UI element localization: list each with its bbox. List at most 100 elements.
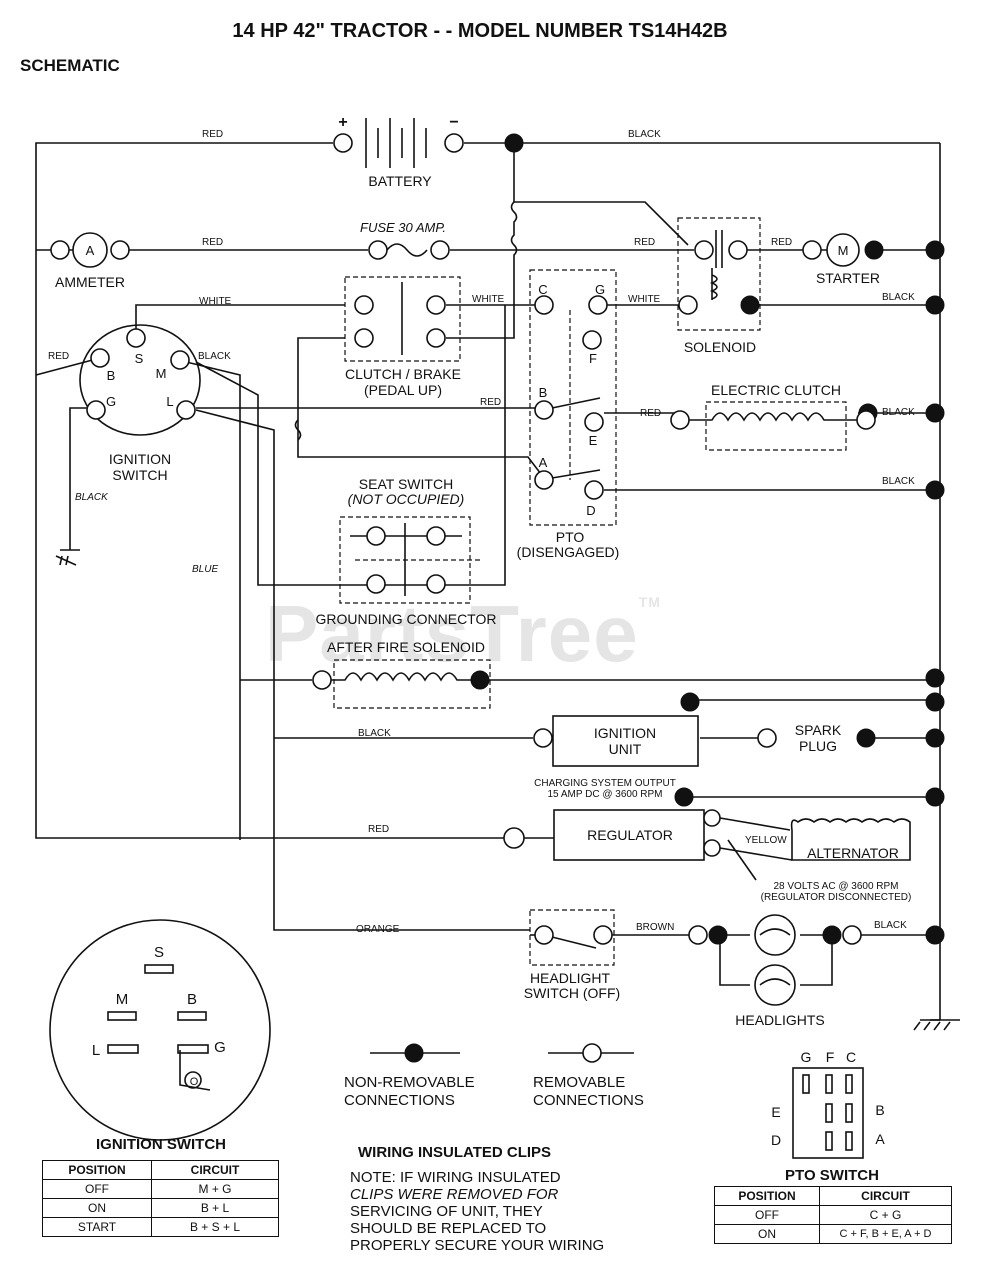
headlight-switch: HEADLIGHT SWITCH (OFF) xyxy=(524,909,620,1001)
ignition-terminal-s: S xyxy=(135,351,144,366)
seat-switch-label: SEAT SWITCH xyxy=(359,476,453,492)
face-label-s: S xyxy=(154,944,164,961)
face-label-g: G xyxy=(214,1039,226,1056)
table-header: CIRCUIT xyxy=(151,1160,279,1180)
wire-red-battery-loop xyxy=(35,142,509,839)
pto-sublabel: (DISENGAGED) xyxy=(517,544,620,560)
pto-terminal-a: A xyxy=(539,455,548,470)
charging-output-label: CHARGING SYSTEM OUTPUT xyxy=(534,778,676,789)
legend-removable-sub: CONNECTIONS xyxy=(533,1092,644,1109)
table-cell: C + F, B + E, A + D xyxy=(819,1224,952,1244)
headlight-switch-label: HEADLIGHT xyxy=(530,970,611,986)
pto-switch-table: POSITION CIRCUIT OFF C + G ON C + F, B +… xyxy=(714,1186,952,1244)
wire-label-black: BLACK xyxy=(75,492,109,503)
wire-label-red: RED xyxy=(202,237,223,248)
clutch-brake-sublabel: (PEDAL UP) xyxy=(364,382,442,398)
wiring-clips-line: CLIPS WERE REMOVED FOR xyxy=(350,1186,559,1203)
pto-switch: C G F B E A D PTO (DISENGAGED) xyxy=(517,269,620,560)
charging-output-sublabel: 15 AMP DC @ 3600 RPM xyxy=(547,789,662,800)
wire-label-black: BLACK xyxy=(882,292,915,303)
starter-symbol: M xyxy=(838,243,849,258)
alternator-note-sub: (REGULATOR DISCONNECTED) xyxy=(761,892,912,903)
after-fire-solenoid: AFTER FIRE SOLENOID xyxy=(312,639,491,709)
watermark-tm: TM xyxy=(638,594,661,610)
wire-label-red: RED xyxy=(640,408,661,419)
legend-non-removable-sub: CONNECTIONS xyxy=(344,1092,455,1109)
ignition-table-title: IGNITION SWITCH xyxy=(96,1136,226,1153)
table-cell: B + L xyxy=(151,1198,279,1218)
wire-label-black: BLACK xyxy=(358,728,391,739)
wire-label-white: WHITE xyxy=(472,294,505,305)
pto-terminal-b: B xyxy=(539,385,548,400)
pto-terminal-f: F xyxy=(589,351,597,366)
page-subtitle: SCHEMATIC xyxy=(20,56,120,75)
pto-terminal-c: C xyxy=(538,282,547,297)
wire-label-red: RED xyxy=(634,237,655,248)
battery-plus: + xyxy=(338,114,347,131)
table-row: START B + S + L xyxy=(42,1217,279,1237)
table-cell: ON xyxy=(42,1198,152,1218)
wire-label-black: BLACK xyxy=(628,129,661,140)
table-cell: B + S + L xyxy=(151,1217,279,1237)
wire-label-black: BLACK xyxy=(882,476,915,487)
spark-plug: SPARK PLUG xyxy=(757,722,842,754)
ignition-terminal-b: B xyxy=(107,368,116,383)
alternator-label: ALTERNATOR xyxy=(807,845,899,861)
headlights: HEADLIGHTS xyxy=(688,914,862,1028)
alternator: ALTERNATOR 28 VOLTS AC @ 3600 RPM (REGUL… xyxy=(727,818,912,903)
wiring-clips-line: SHOULD BE REPLACED TO xyxy=(350,1220,546,1237)
seat-switch: SEAT SWITCH (NOT OCCUPIED) xyxy=(339,476,480,604)
solenoid: SOLENOID xyxy=(677,217,761,355)
electric-clutch: ELECTRIC CLUTCH xyxy=(670,382,876,451)
wire-label-yellow: YELLOW xyxy=(745,835,787,846)
pto-pin-e: E xyxy=(771,1104,780,1120)
pto-terminal-e: E xyxy=(589,433,598,448)
pto-pin-c: C xyxy=(846,1049,856,1065)
electric-clutch-label: ELECTRIC CLUTCH xyxy=(711,382,841,398)
face-label-b: B xyxy=(187,991,197,1008)
ammeter-label: AMMETER xyxy=(55,274,125,290)
regulator: REGULATOR CHARGING SYSTEM OUTPUT 15 AMP … xyxy=(503,778,793,861)
table-cell: C + G xyxy=(819,1205,952,1225)
wire-labels: RED BLACK RED RED RED WHITE WHITE WHITE … xyxy=(48,129,915,935)
alternator-note: 28 VOLTS AC @ 3600 RPM xyxy=(773,881,898,892)
ignition-switch-sublabel: SWITCH xyxy=(112,467,167,483)
clutch-brake-label: CLUTCH / BRAKE xyxy=(345,366,461,382)
ignition-terminal-m: M xyxy=(156,366,167,381)
pto-pin-a: A xyxy=(875,1131,885,1147)
clutch-brake-switch: CLUTCH / BRAKE (PEDAL UP) xyxy=(344,276,461,398)
wiring-clips-note: WIRING INSULATED CLIPS NOTE: IF WIRING I… xyxy=(350,1144,604,1254)
watermark-text: PartsTree xyxy=(265,589,639,678)
table-row: OFF C + G xyxy=(714,1205,952,1225)
wire-label-black: BLACK xyxy=(198,351,231,362)
table-cell: ON xyxy=(714,1224,820,1244)
wire-label-white: WHITE xyxy=(628,294,661,305)
table-cell: START xyxy=(42,1217,152,1237)
wiring-clips-line: NOTE: IF WIRING INSULATED xyxy=(350,1169,561,1186)
ignition-unit-sublabel: UNIT xyxy=(609,741,642,757)
wire-label-red: RED xyxy=(771,237,792,248)
page-title: 14 HP 42" TRACTOR - - MODEL NUMBER TS14H… xyxy=(232,20,727,42)
ignition-face: S M B L G O xyxy=(49,919,271,1141)
wire-label-black: BLACK xyxy=(882,407,915,418)
legend: NON-REMOVABLE CONNECTIONS REMOVABLE CONN… xyxy=(344,1043,644,1109)
headlight-switch-sublabel: SWITCH (OFF) xyxy=(524,985,620,1001)
face-label-l: L xyxy=(92,1042,100,1059)
legend-removable: REMOVABLE xyxy=(533,1074,625,1091)
after-fire-solenoid-label: AFTER FIRE SOLENOID xyxy=(327,639,485,655)
wiring-clips-heading: WIRING INSULATED CLIPS xyxy=(358,1144,551,1161)
table-cell: OFF xyxy=(42,1179,152,1199)
ignition-unit: IGNITION UNIT xyxy=(533,715,699,767)
ignition-switch: S B M G L IGNITION SWITCH xyxy=(79,324,201,483)
seat-switch-sublabel: (NOT OCCUPIED) xyxy=(348,491,465,507)
table-cell: OFF xyxy=(714,1205,820,1225)
wire-label-white: WHITE xyxy=(199,296,232,307)
grounding-connector-label: GROUNDING CONNECTOR xyxy=(316,611,497,627)
table-row: OFF M + G xyxy=(42,1179,279,1199)
table-header: POSITION xyxy=(42,1160,152,1180)
table-row: ON C + F, B + E, A + D xyxy=(714,1224,952,1244)
watermark: PartsTreeTM xyxy=(265,588,661,680)
headlights-label: HEADLIGHTS xyxy=(735,1012,824,1028)
wire-label-red: RED xyxy=(368,824,389,835)
